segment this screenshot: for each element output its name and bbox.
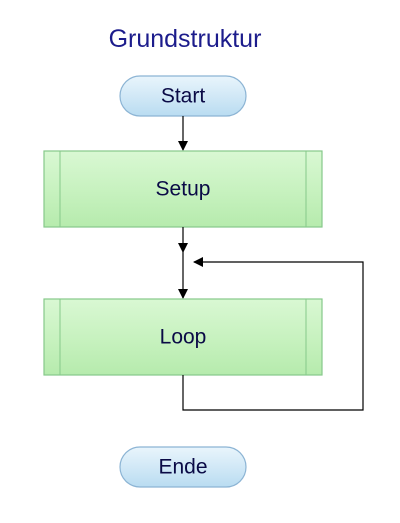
loop-label: Loop bbox=[160, 326, 207, 349]
start-label: Start bbox=[161, 85, 206, 108]
end-label: Ende bbox=[158, 456, 207, 479]
setup-node: Setup bbox=[43, 150, 323, 228]
loop-node: Loop bbox=[43, 298, 323, 376]
setup-label: Setup bbox=[156, 178, 211, 201]
diagram-title: Grundstruktur bbox=[108, 25, 262, 53]
loop-back-arrow bbox=[182, 257, 364, 411]
end-node: Ende bbox=[119, 446, 247, 488]
start-node: Start bbox=[119, 75, 247, 117]
